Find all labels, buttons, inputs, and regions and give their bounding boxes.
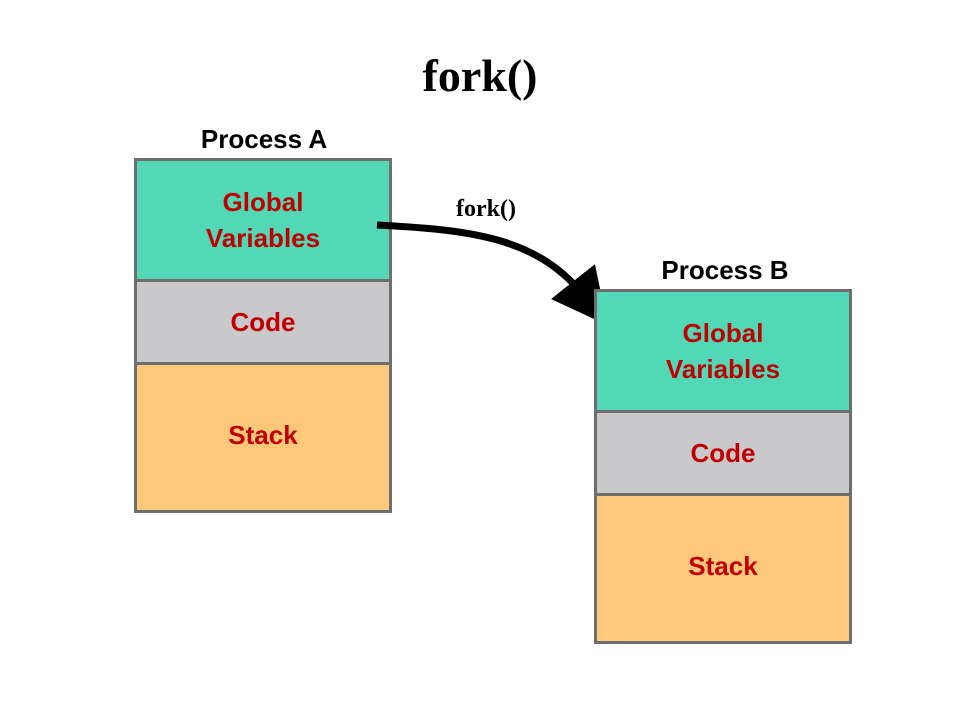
process-b-label: Process B <box>661 255 789 285</box>
process-b-global-variables: Global Variables <box>597 292 849 410</box>
process-a-stack: Stack <box>137 365 389 510</box>
process-a-code: Code <box>137 282 389 362</box>
curved-arrow-icon <box>376 221 608 326</box>
process-b-code: Code <box>597 413 849 493</box>
process-b-memory: Global Variables Code Stack <box>594 289 852 644</box>
process-a-label: Process A <box>200 124 328 154</box>
process-a-memory: Global Variables Code Stack <box>134 158 392 513</box>
process-b-stack: Stack <box>597 496 849 641</box>
process-a-global-variables: Global Variables <box>137 161 389 279</box>
page-title: fork() <box>422 50 538 101</box>
fork-arrow-label: fork() <box>456 196 516 222</box>
